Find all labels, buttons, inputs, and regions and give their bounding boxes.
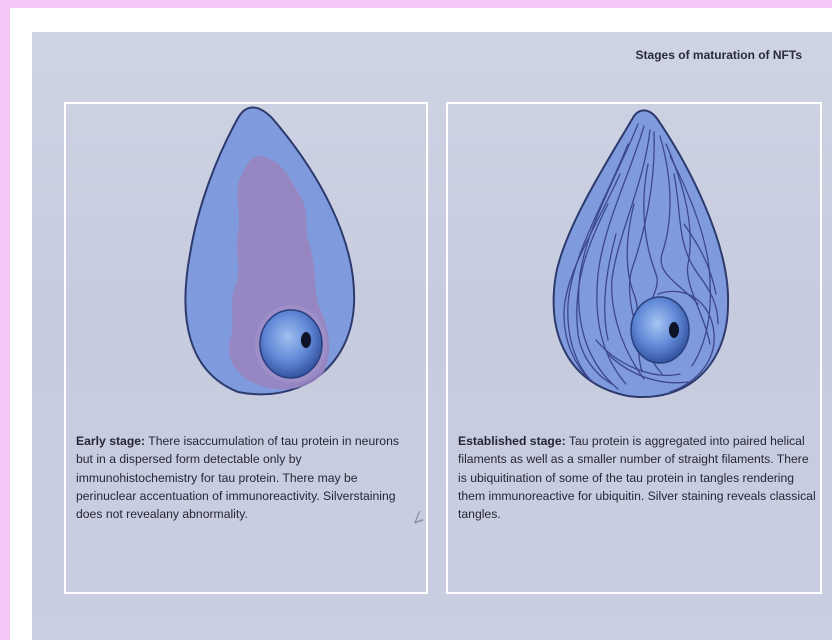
- neuron-established-illustration: [448, 104, 824, 434]
- neuron-early-illustration: [66, 104, 430, 434]
- panel-established-stage: Established stage: Tau protein is aggreg…: [446, 102, 822, 594]
- nucleolus: [301, 332, 311, 348]
- nucleus: [260, 310, 322, 378]
- panel-early-stage: Early stage: There isaccumulation of tau…: [64, 102, 428, 594]
- caption-established-stage: Established stage: Tau protein is aggreg…: [458, 432, 818, 523]
- caption-early-stage: Early stage: There isaccumulation of tau…: [76, 432, 416, 523]
- figure-page: Stages of maturation of NFTs Early stage…: [32, 32, 832, 640]
- nucleus: [631, 297, 689, 363]
- nucleolus: [669, 322, 679, 338]
- figure-title: Stages of maturation of NFTs: [636, 48, 802, 62]
- caption-heading: Early stage:: [76, 434, 145, 448]
- caption-heading: Established stage:: [458, 434, 566, 448]
